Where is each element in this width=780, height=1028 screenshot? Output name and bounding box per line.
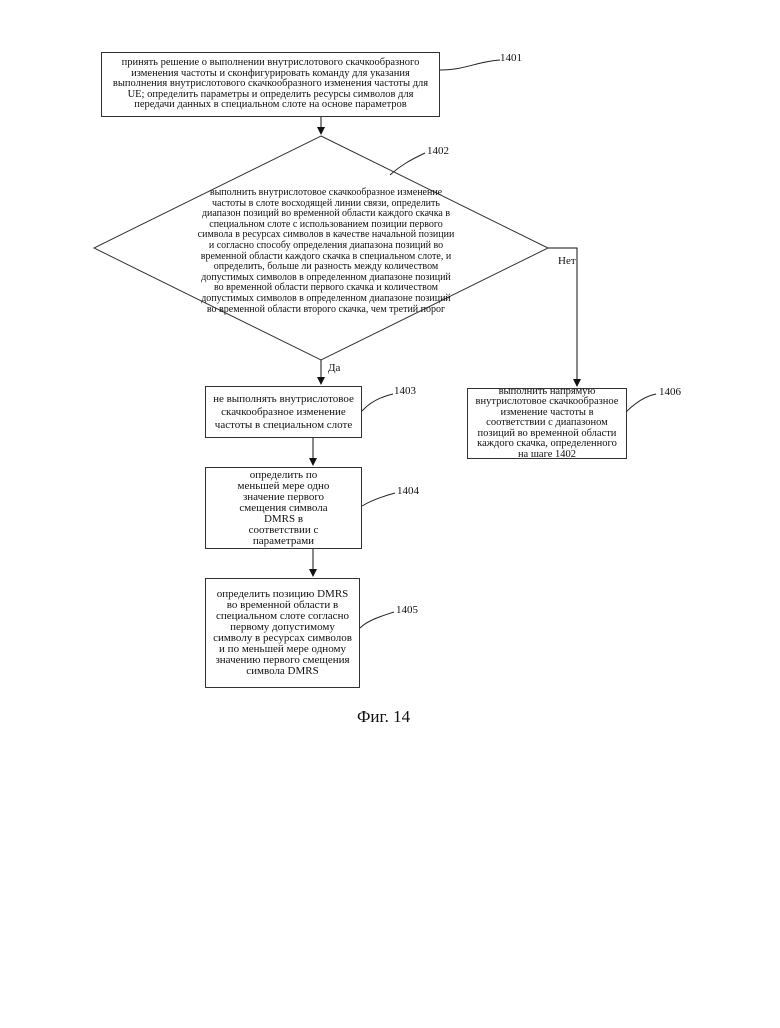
- step-1405-ref: 1405: [396, 604, 418, 616]
- step-1406-box: выполнить напрямую внутрислотовое скачко…: [467, 388, 627, 459]
- step-1404-box: определить по меньшей мере одно значение…: [205, 467, 362, 549]
- step-1402-text: выполнить внутрислотовое скачкообразное …: [196, 188, 456, 315]
- leader-1404: [362, 493, 395, 506]
- step-1403-text: не выполнять внутрислотовое скачкообразн…: [212, 393, 355, 432]
- step-1401-box: принять решение о выполнении внутрислото…: [101, 52, 440, 117]
- leader-1405: [360, 612, 394, 628]
- step-1404-ref: 1404: [397, 485, 419, 497]
- step-1405-box: определить позицию DMRS во временной обл…: [205, 578, 360, 688]
- leader-1401: [440, 60, 500, 70]
- step-1403-box: не выполнять внутрислотовое скачкообразн…: [205, 386, 362, 438]
- step-1406-text: выполнить напрямую внутрислотовое скачко…: [474, 387, 620, 461]
- branch-label-no: Нет: [558, 255, 576, 267]
- step-1406-ref: 1406: [659, 386, 681, 398]
- leader-1403: [362, 394, 393, 411]
- arrow-1402-to-1406: [548, 248, 577, 386]
- figure-caption: Фиг. 14: [357, 707, 410, 727]
- leader-1402: [390, 153, 425, 175]
- step-1405-text: определить позицию DMRS во временной обл…: [211, 589, 354, 677]
- step-1404-text: определить по меньшей мере одно значение…: [232, 470, 335, 547]
- step-1403-ref: 1403: [394, 385, 416, 397]
- step-1401-text: принять решение о выполнении внутрислото…: [108, 58, 433, 111]
- step-1402-ref: 1402: [427, 145, 449, 157]
- branch-label-yes: Да: [328, 362, 340, 374]
- leader-1406: [626, 394, 656, 412]
- step-1401-ref: 1401: [500, 52, 522, 64]
